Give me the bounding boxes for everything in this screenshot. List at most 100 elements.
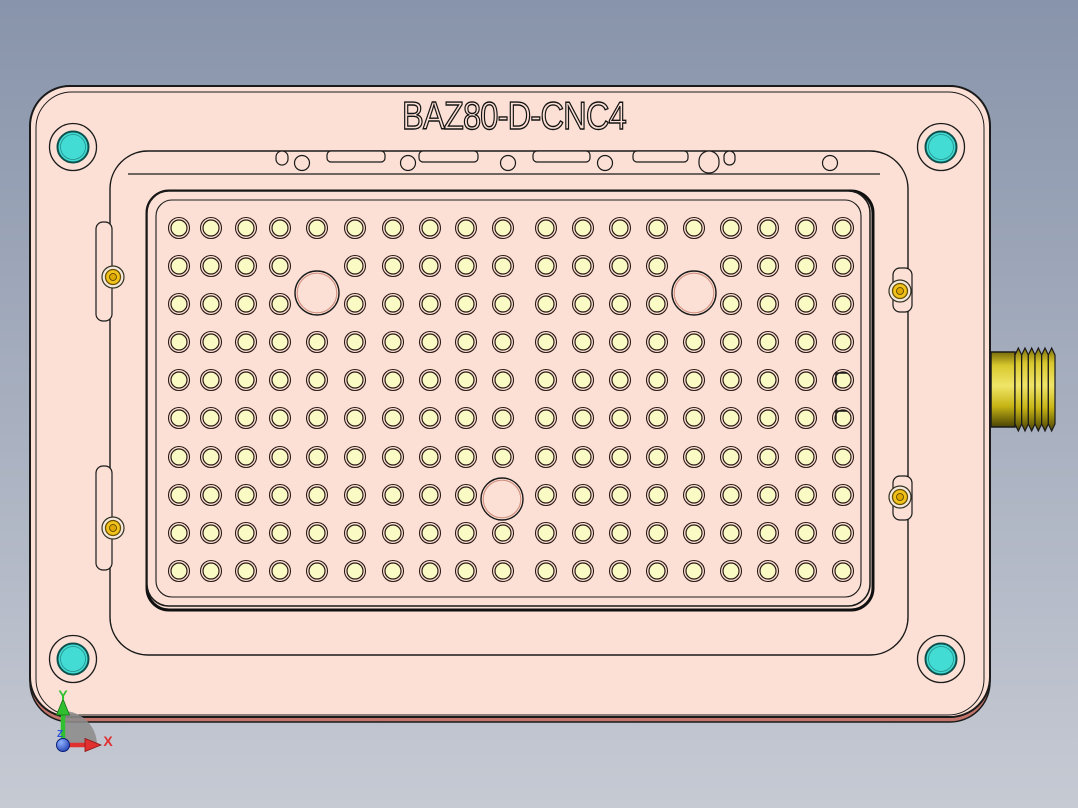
- grid-hole: [648, 486, 666, 504]
- grid-hole: [237, 333, 255, 351]
- grid-hole: [457, 295, 475, 313]
- grid-hole: [384, 486, 402, 504]
- grid-hole: [170, 524, 188, 542]
- grid-hole: [384, 333, 402, 351]
- grid-hole: [797, 333, 815, 351]
- grid-hole: [346, 409, 364, 427]
- grid-hole: [202, 371, 220, 389]
- grid-hole: [611, 409, 629, 427]
- grid-hole: [384, 219, 402, 237]
- grid-hole: [170, 486, 188, 504]
- grid-hole: [685, 371, 703, 389]
- grid-hole: [202, 486, 220, 504]
- grid-hole: [457, 257, 475, 275]
- grid-hole: [421, 371, 439, 389]
- grid-hole: [457, 486, 475, 504]
- strip-hole: [596, 154, 614, 172]
- big-bore: [480, 477, 524, 521]
- grid-hole: [648, 409, 666, 427]
- part-title: BAZ80-D-CNC4: [402, 95, 626, 138]
- axis-x-label: X: [103, 733, 113, 749]
- grid-hole: [271, 524, 289, 542]
- grid-hole: [237, 524, 255, 542]
- grid-hole: [237, 257, 255, 275]
- grid-hole: [457, 524, 475, 542]
- grid-hole-key-corner: [835, 372, 847, 384]
- grid-hole: [308, 486, 326, 504]
- grid-hole: [308, 409, 326, 427]
- grid-hole: [574, 409, 592, 427]
- grid-hole: [202, 524, 220, 542]
- grid-hole: [170, 409, 188, 427]
- grid-hole: [457, 448, 475, 466]
- grid-hole: [574, 333, 592, 351]
- grid-hole: [648, 257, 666, 275]
- grid-hole: [346, 295, 364, 313]
- grid-hole: [421, 219, 439, 237]
- grid-hole: [421, 562, 439, 580]
- locating-screw-core: [109, 273, 117, 281]
- grid-hole: [271, 448, 289, 466]
- locating-screw-core: [109, 524, 117, 532]
- grid-hole: [494, 219, 512, 237]
- grid-hole: [611, 257, 629, 275]
- grid-hole: [202, 295, 220, 313]
- grid-hole: [537, 295, 555, 313]
- grid-hole: [797, 486, 815, 504]
- grid-hole: [202, 257, 220, 275]
- grid-hole: [494, 295, 512, 313]
- connector-thread: [1034, 346, 1043, 433]
- grid-hole: [611, 295, 629, 313]
- grid-hole: [722, 524, 740, 542]
- boss-outline: [109, 150, 909, 656]
- grid-hole: [834, 295, 852, 313]
- panel-outer: [146, 190, 871, 607]
- grid-hole: [759, 409, 777, 427]
- grid-hole: [759, 371, 777, 389]
- strip-notch: [418, 150, 479, 163]
- grid-hole: [574, 219, 592, 237]
- grid-hole: [537, 257, 555, 275]
- grid-hole: [346, 257, 364, 275]
- corner-bushing-ring: [48, 634, 98, 684]
- grid-hole: [271, 409, 289, 427]
- grid-hole: [421, 409, 439, 427]
- grid-hole: [797, 295, 815, 313]
- grid-hole: [574, 486, 592, 504]
- grid-hole: [685, 486, 703, 504]
- grid-hole: [648, 524, 666, 542]
- grid-hole: [457, 562, 475, 580]
- grid-hole: [384, 524, 402, 542]
- grid-hole: [759, 257, 777, 275]
- grid-hole: [648, 562, 666, 580]
- grid-hole: [384, 295, 402, 313]
- grid-hole: [537, 219, 555, 237]
- grid-hole: [384, 257, 402, 275]
- grid-hole: [685, 333, 703, 351]
- grid-hole: [722, 562, 740, 580]
- grid-hole: [202, 562, 220, 580]
- grid-hole: [611, 448, 629, 466]
- grid-hole: [494, 371, 512, 389]
- connector-thread: [1047, 346, 1056, 433]
- grid-hole: [574, 257, 592, 275]
- grid-hole: [834, 448, 852, 466]
- grid-hole: [271, 562, 289, 580]
- corner-bushing-inner: [60, 134, 86, 160]
- corner-bushing-inner: [928, 134, 954, 160]
- locating-screw-core: [896, 287, 904, 295]
- grid-hole: [574, 295, 592, 313]
- strip-hole: [821, 154, 839, 172]
- corner-bushing: [56, 130, 90, 164]
- connector-thread: [1014, 346, 1023, 433]
- grid-hole: [346, 219, 364, 237]
- grid-hole: [685, 448, 703, 466]
- corner-bushing: [924, 642, 958, 676]
- grid-hole: [421, 257, 439, 275]
- grid-hole: [308, 448, 326, 466]
- grid-hole: [457, 371, 475, 389]
- grid-hole: [722, 371, 740, 389]
- grid-hole: [170, 333, 188, 351]
